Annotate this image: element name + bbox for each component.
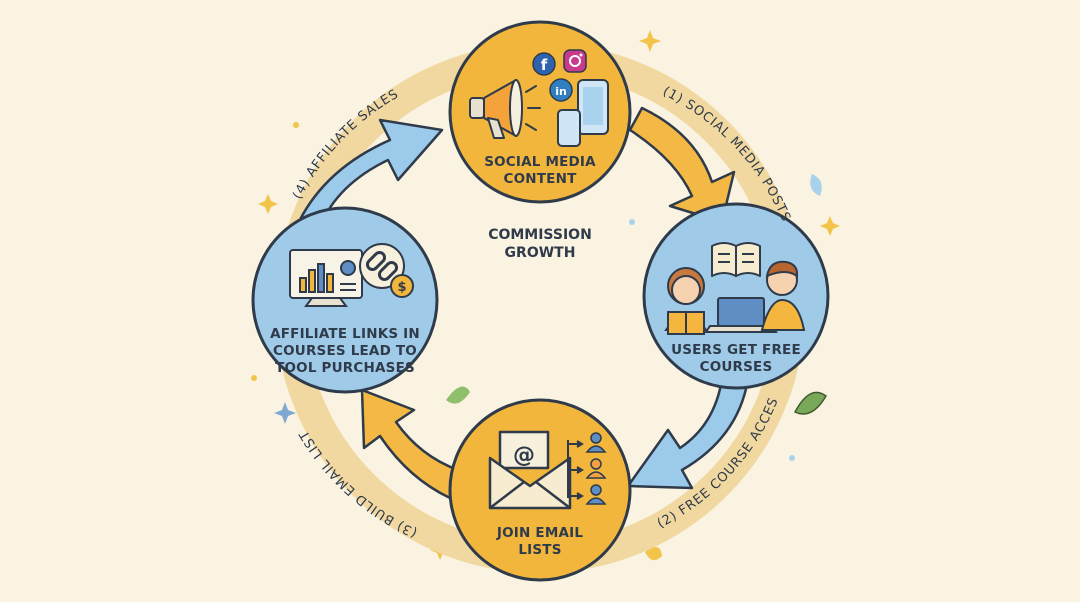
svg-text:$: $	[397, 280, 406, 295]
at-sign-icon: @	[513, 443, 535, 468]
arrow-email-to-affiliate	[360, 388, 460, 500]
join-email-lists-label: JOIN EMAIL LISTS	[496, 525, 584, 558]
svg-text:@: @	[513, 443, 535, 468]
sound-lines-icon	[525, 85, 541, 131]
branch-arrows-icon	[567, 440, 584, 500]
megaphone-icon	[469, 79, 523, 139]
tablet-icon	[557, 109, 581, 147]
sparkle-icon	[274, 402, 296, 424]
sparkle-icon	[820, 216, 840, 236]
arrow-affiliate-to-social	[294, 118, 444, 234]
chain-link-icon	[359, 243, 405, 289]
girl-reading-icon	[664, 267, 708, 335]
laptop-icon	[704, 297, 778, 333]
linkedin-icon: in	[549, 78, 573, 102]
leaf-icon	[810, 174, 822, 196]
open-book-icon	[711, 242, 761, 277]
social-media-content-label: SOCIAL MEDIA CONTENT	[484, 154, 596, 187]
envelope-icon	[488, 430, 572, 510]
affiliate-links-label: AFFILIATE LINKS IN COURSES LEAD TO TOOL …	[270, 326, 420, 376]
leaf-icon	[446, 386, 470, 404]
dot	[629, 219, 635, 225]
leaf-icon	[645, 546, 662, 561]
commission-growth-label: COMMISSION GROWTH	[488, 227, 592, 261]
sparkle-icon	[639, 30, 661, 52]
node-courses-circle	[642, 202, 830, 390]
instagram-icon	[563, 49, 587, 73]
user-icon	[590, 484, 602, 496]
facebook-icon: f	[532, 52, 556, 76]
dot	[789, 455, 795, 461]
dot	[251, 375, 257, 381]
sparkle-icon	[258, 194, 278, 214]
arrow-courses-to-email	[626, 356, 752, 490]
svg-text:in: in	[555, 85, 567, 98]
users-get-free-courses-label: USERS GET FREE COURSES	[671, 342, 801, 375]
subscriber-icons	[585, 432, 607, 505]
dot	[293, 122, 299, 128]
user-icon	[590, 458, 602, 470]
leaf-decorations	[446, 174, 827, 561]
dollar-coin-icon: $	[390, 274, 414, 298]
leaf-icon	[793, 391, 827, 415]
boy-user-icon	[760, 260, 806, 331]
svg-text:f: f	[541, 56, 548, 74]
dot-decorations	[251, 122, 795, 461]
arrow-social-to-courses	[628, 106, 736, 224]
user-icon	[590, 432, 602, 444]
smartphone-icon	[577, 79, 609, 135]
dashboard-monitor-icon	[289, 249, 363, 307]
